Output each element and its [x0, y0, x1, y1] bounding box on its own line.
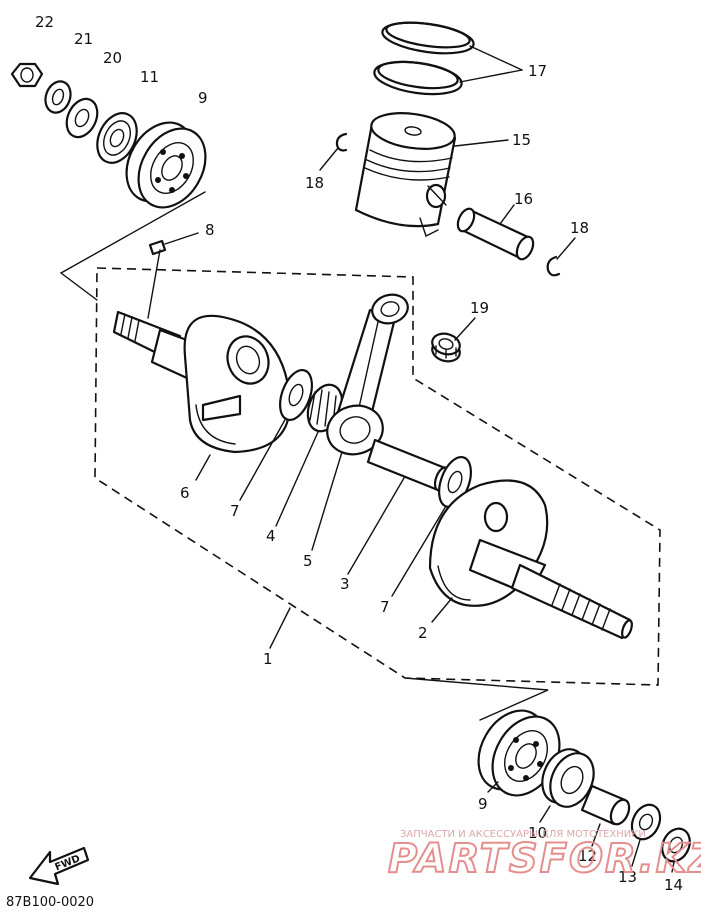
label-part-9-bottom: 9 — [478, 795, 488, 813]
label-part-4: 4 — [266, 527, 276, 545]
part-21-lock-washer — [44, 80, 72, 114]
crankshaft-assembly-boundary — [94, 267, 661, 686]
part-22-nut — [10, 62, 44, 88]
label-part-9-top: 9 — [198, 89, 208, 107]
label-part-6: 6 — [180, 484, 190, 502]
label-part-5: 5 — [303, 552, 313, 570]
fwd-arrow-icon: FWD — [28, 846, 90, 886]
label-part-22: 22 — [35, 13, 54, 31]
label-part-7-right: 7 — [380, 598, 390, 616]
label-part-18-right: 18 — [570, 219, 589, 237]
part-9-bearing-bottom — [477, 709, 561, 797]
part-14-nut — [661, 827, 691, 863]
label-part-1: 1 — [263, 650, 273, 668]
watermark-caption: ЗАПЧАСТИ И АКСЕССУАРЫ ДЛЯ МОТОТЕХНИКИ — [400, 829, 646, 840]
watermark-brand: PARTSFOR.KZ — [388, 836, 701, 882]
part-15-piston — [354, 112, 457, 237]
label-part-8: 8 — [205, 221, 215, 239]
label-part-3: 3 — [340, 575, 350, 593]
label-part-2: 2 — [418, 624, 428, 642]
part-9-bearing-top — [125, 121, 207, 209]
guide-line-bearing-bottom — [404, 677, 549, 721]
part-6-crank-left — [112, 310, 292, 454]
part-10-oil-seal — [541, 748, 595, 808]
label-part-21: 21 — [74, 30, 93, 48]
part-5-connecting-rod — [326, 293, 409, 456]
label-part-10: 10 — [528, 824, 547, 842]
label-part-14: 14 — [664, 876, 683, 894]
label-part-7-left: 7 — [230, 502, 240, 520]
label-part-15: 15 — [512, 131, 531, 149]
part-16-piston-pin — [456, 207, 535, 261]
label-part-13: 13 — [618, 868, 637, 886]
part-2-crank-right — [428, 479, 633, 640]
part-11-oil-seal — [96, 112, 138, 164]
guide-line-bearing-top — [59, 191, 206, 301]
part-20-washer — [65, 97, 99, 139]
label-part-12: 12 — [578, 847, 597, 865]
label-part-18-left: 18 — [305, 174, 324, 192]
label-part-20: 20 — [103, 49, 122, 67]
part-17-piston-rings — [373, 21, 475, 96]
part-19-needle-bearing — [431, 332, 461, 363]
part-7-washer-left — [279, 369, 313, 421]
part-18-circlip-left — [335, 132, 348, 152]
label-part-11: 11 — [140, 68, 159, 86]
label-part-19: 19 — [470, 299, 489, 317]
part-18-circlip-right — [546, 255, 561, 277]
part-8-woodruff-key — [148, 239, 167, 256]
part-13-washer — [630, 803, 662, 841]
diagram-code: 87B100-0020 — [6, 895, 94, 910]
label-part-16: 16 — [514, 190, 533, 208]
label-part-17: 17 — [528, 62, 547, 80]
part-12-collar — [580, 784, 631, 826]
